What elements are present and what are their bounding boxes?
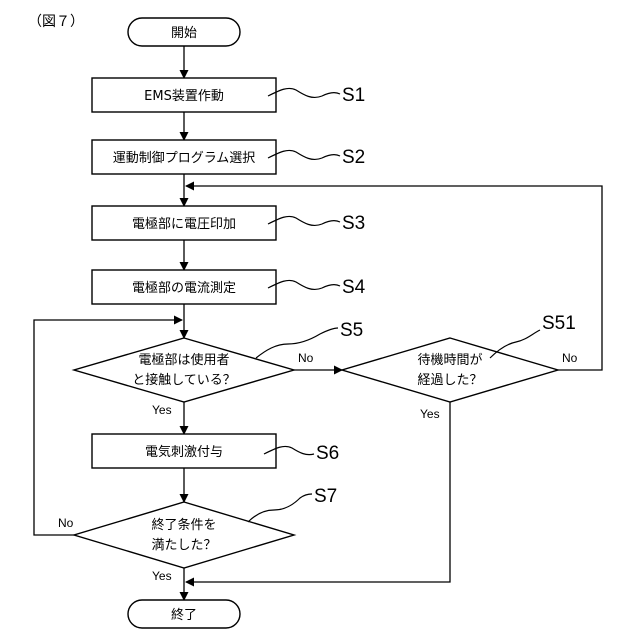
s7-yes-label: Yes (152, 569, 172, 583)
s7-label-line1: 終了条件を (151, 517, 216, 533)
step-label-s1: S1 (342, 85, 365, 106)
decision-s5: 電極部は使用者 と接触している？ (74, 338, 294, 402)
s51-no-label: No (562, 351, 578, 365)
step-label-s5: S5 (340, 320, 363, 341)
s5-leader (256, 328, 338, 358)
s3-label: 電極部に電圧印加 (132, 216, 236, 232)
start-label: 開始 (171, 26, 197, 41)
end-label: 終了 (171, 607, 197, 623)
decision-s51: 待機時間が 経過した？ (342, 338, 558, 402)
s4-leader (268, 280, 340, 289)
s6-label: 電気刺激付与 (145, 444, 223, 460)
s1-leader (268, 88, 340, 97)
s4-label: 電極部の電流測定 (132, 280, 236, 296)
s7-leader (248, 494, 312, 522)
step-label-s51: S51 (542, 313, 576, 334)
s5-label-line1: 電極部は使用者 (138, 352, 229, 368)
s3-leader (268, 216, 340, 225)
step-label-s2: S2 (342, 147, 365, 168)
s2-leader (268, 150, 340, 159)
step-label-s4: S4 (342, 277, 366, 298)
start-terminal: 開始 (128, 18, 240, 46)
process-s3: 電極部に電圧印加 (92, 206, 276, 240)
s51-label-line2: 経過した？ (417, 373, 482, 388)
s51-label-line1: 待機時間が (417, 353, 482, 368)
process-s4: 電極部の電流測定 (92, 270, 276, 304)
s5-label-line2: と接触している？ (132, 372, 236, 388)
decision-s7: 終了条件を 満たした？ (74, 502, 294, 568)
process-s2: 運動制御プログラム選択 (92, 140, 276, 174)
step-label-s6: S6 (316, 443, 339, 464)
end-terminal: 終了 (128, 600, 240, 628)
process-s6: 電気刺激付与 (92, 434, 276, 468)
process-s1: EMS装置作動 (92, 78, 276, 112)
s2-label: 運動制御プログラム選択 (113, 151, 256, 166)
s7-label-line2: 満たした？ (151, 538, 216, 553)
s5-no-label: No (298, 351, 314, 365)
step-label-s3: S3 (342, 213, 365, 234)
s1-label: EMS装置作動 (144, 89, 224, 104)
s7-no-label: No (58, 516, 74, 530)
figure-label: （図７） (28, 14, 84, 30)
s5-yes-label: Yes (152, 403, 172, 417)
s51-yes-label: Yes (420, 407, 440, 421)
step-label-s7: S7 (314, 486, 337, 507)
